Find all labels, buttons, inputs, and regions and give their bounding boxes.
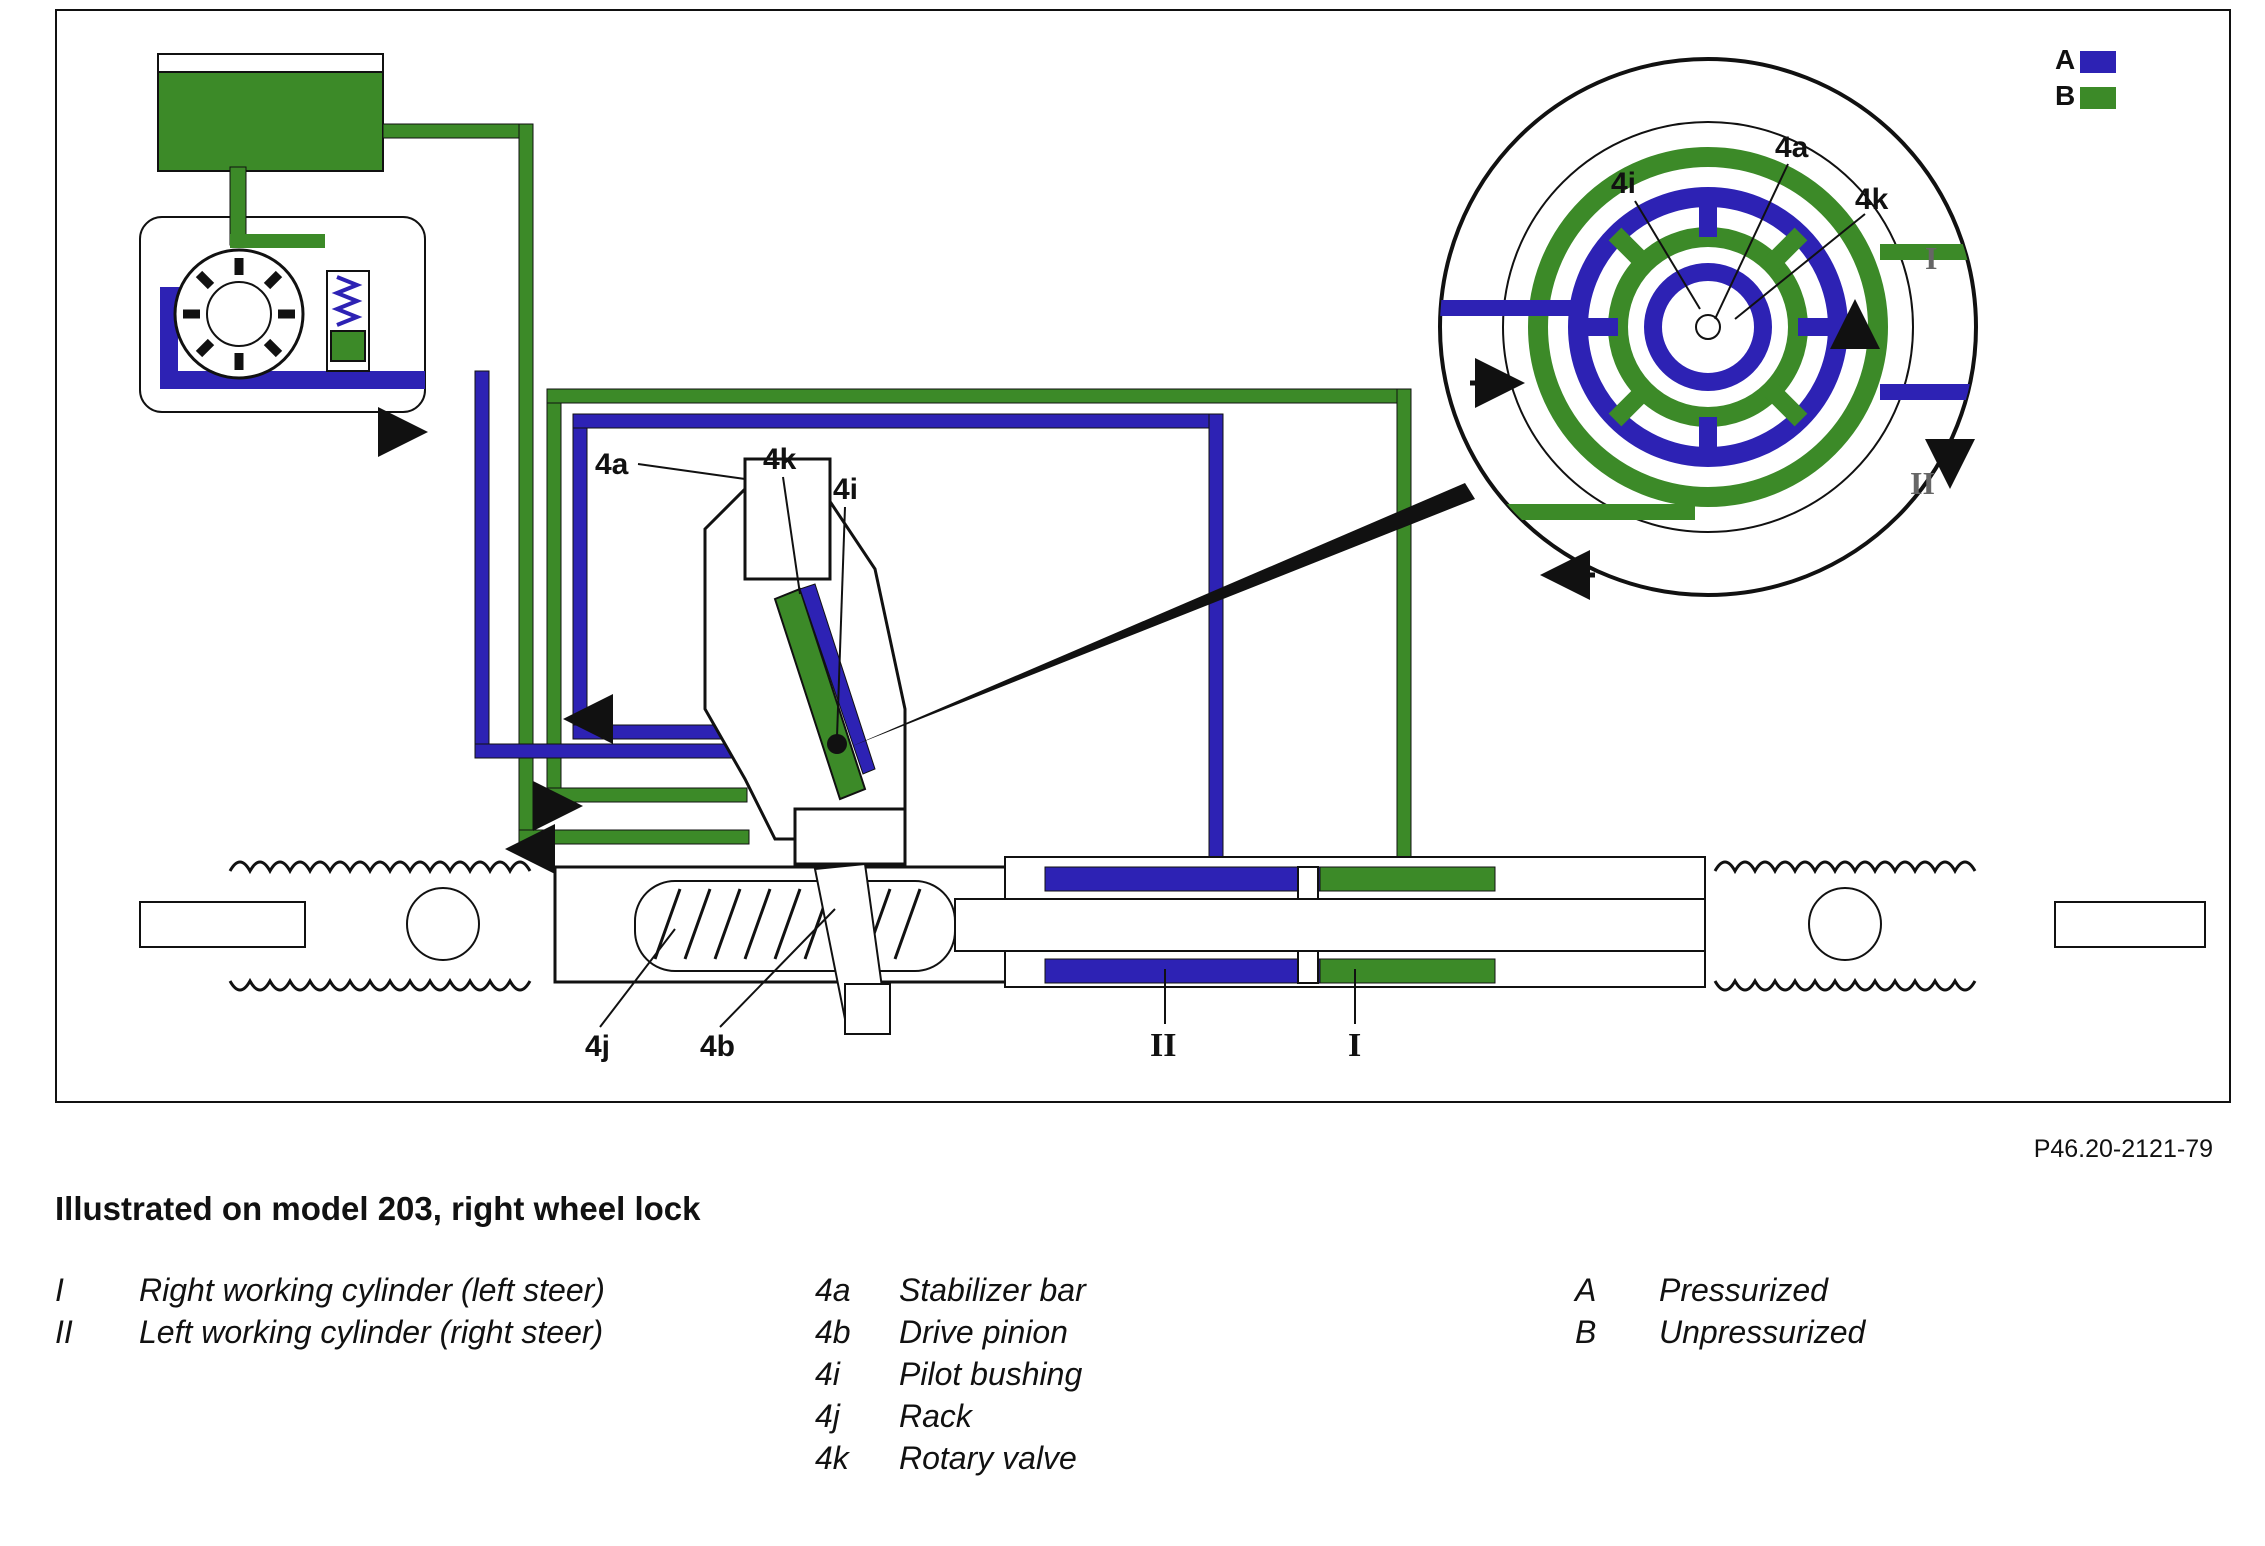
rotary-valve-zoom xyxy=(1438,57,1978,597)
legend-key: 4i xyxy=(815,1356,840,1392)
key-b-label: B xyxy=(2055,80,2075,111)
legend-row: B Unpressurized xyxy=(1575,1314,1865,1356)
legend-text: Unpressurized xyxy=(1659,1314,1866,1350)
legend-column-pressure: A Pressurized B Unpressurized xyxy=(1575,1272,1865,1356)
return-line xyxy=(382,123,1412,865)
legend-row: A Pressurized xyxy=(1575,1272,1865,1314)
callout-4a: 4a xyxy=(595,448,629,481)
legend-key: I xyxy=(55,1272,64,1308)
legend-row: I Right working cylinder (left steer) xyxy=(55,1272,605,1314)
tie-rods xyxy=(139,887,2206,961)
callout-4j: 4j xyxy=(585,1030,610,1063)
callout-leaders xyxy=(599,163,1866,1028)
key-a-swatch xyxy=(2080,51,2116,73)
pressure-key: A B xyxy=(2055,44,2116,111)
callout-4b: 4b xyxy=(700,1030,735,1063)
legend-key: 4j xyxy=(815,1398,840,1434)
stabilizer-bar xyxy=(743,457,832,581)
key-a-label: A xyxy=(2055,44,2075,75)
power-steering-pump xyxy=(139,166,426,413)
pump-vanes xyxy=(183,258,295,370)
zoom-callout-4i: 4i xyxy=(1611,167,1636,200)
legend-text: Left working cylinder (right steer) xyxy=(139,1314,604,1350)
callout-4i: 4i xyxy=(833,473,858,506)
legend-row: 4b Drive pinion xyxy=(815,1314,1086,1356)
legend-row: 4j Rack xyxy=(815,1398,1086,1440)
flow-direction-arrow-icon xyxy=(378,299,1975,874)
callout-cylinder-i: I xyxy=(1348,1027,1361,1064)
working-cylinder-i-upper xyxy=(1319,866,1496,892)
power-steering-diagram: 4a 4k 4i 4j 4b II I 4a 4i 4k I II A B xyxy=(55,9,2231,1103)
zoom-callout-cylinder-ii: II xyxy=(1910,465,1935,501)
legend-row: 4a Stabilizer bar xyxy=(815,1272,1086,1314)
valve-housing xyxy=(703,457,907,866)
zoom-callout-4a: 4a xyxy=(1775,131,1809,164)
legend-text: Right working cylinder (left steer) xyxy=(139,1272,605,1308)
legend-text: Stabilizer bar xyxy=(899,1272,1086,1308)
callout-labels: 4a 4k 4i 4j 4b II I 4a 4i 4k I II xyxy=(585,131,1937,1064)
legend-key: 4a xyxy=(815,1272,851,1308)
pressure-line xyxy=(474,370,1224,865)
figure-caption: Illustrated on model 203, right wheel lo… xyxy=(55,1190,701,1227)
legend-text: Pilot bushing xyxy=(899,1356,1083,1392)
diagram-canvas: 4a 4k 4i 4j 4b II I 4a 4i 4k I II A B xyxy=(55,9,2231,1103)
zoom-callout-cylinder-i: I xyxy=(1925,240,1937,276)
legend-key: 4k xyxy=(815,1440,849,1476)
legend-text: Rotary valve xyxy=(899,1440,1077,1476)
legend-column-components: 4a Stabilizer bar 4b Drive pinion 4i Pilot … xyxy=(815,1272,1086,1482)
steering-rack xyxy=(553,856,1706,1035)
legend-row: 4i Pilot bushing xyxy=(815,1356,1086,1398)
pilot-bushing xyxy=(827,734,847,754)
callout-4k: 4k xyxy=(763,443,797,476)
legend-column-cylinders: I Right working cylinder (left steer) II L… xyxy=(55,1272,605,1356)
legend-key: A xyxy=(1575,1272,1597,1308)
working-cylinder-ii-lower xyxy=(1044,958,1321,984)
zoom-callout-4k: 4k xyxy=(1855,183,1889,216)
legend-text: Pressurized xyxy=(1659,1272,1828,1308)
fluid-reservoir xyxy=(157,53,384,172)
legend-row: 4k Rotary valve xyxy=(815,1440,1086,1482)
legend-text: Rack xyxy=(899,1398,972,1434)
figure-id: P46.20-2121-79 xyxy=(2033,1135,2213,1163)
legend-key: B xyxy=(1575,1314,1597,1350)
legend-row: II Left working cylinder (right steer) xyxy=(55,1314,605,1356)
key-b-swatch xyxy=(2080,87,2116,109)
working-cylinder-i-lower xyxy=(1319,958,1496,984)
legend-key: II xyxy=(55,1314,73,1350)
legend-text: Drive pinion xyxy=(899,1314,1068,1350)
callout-cylinder-ii: II xyxy=(1150,1027,1176,1064)
zoom-leader xyxy=(850,483,1475,747)
tie-rod-boots xyxy=(228,860,1977,992)
legend-key: 4b xyxy=(815,1314,851,1350)
working-cylinder-ii-upper xyxy=(1044,866,1321,892)
reservoir-fluid xyxy=(157,55,384,172)
